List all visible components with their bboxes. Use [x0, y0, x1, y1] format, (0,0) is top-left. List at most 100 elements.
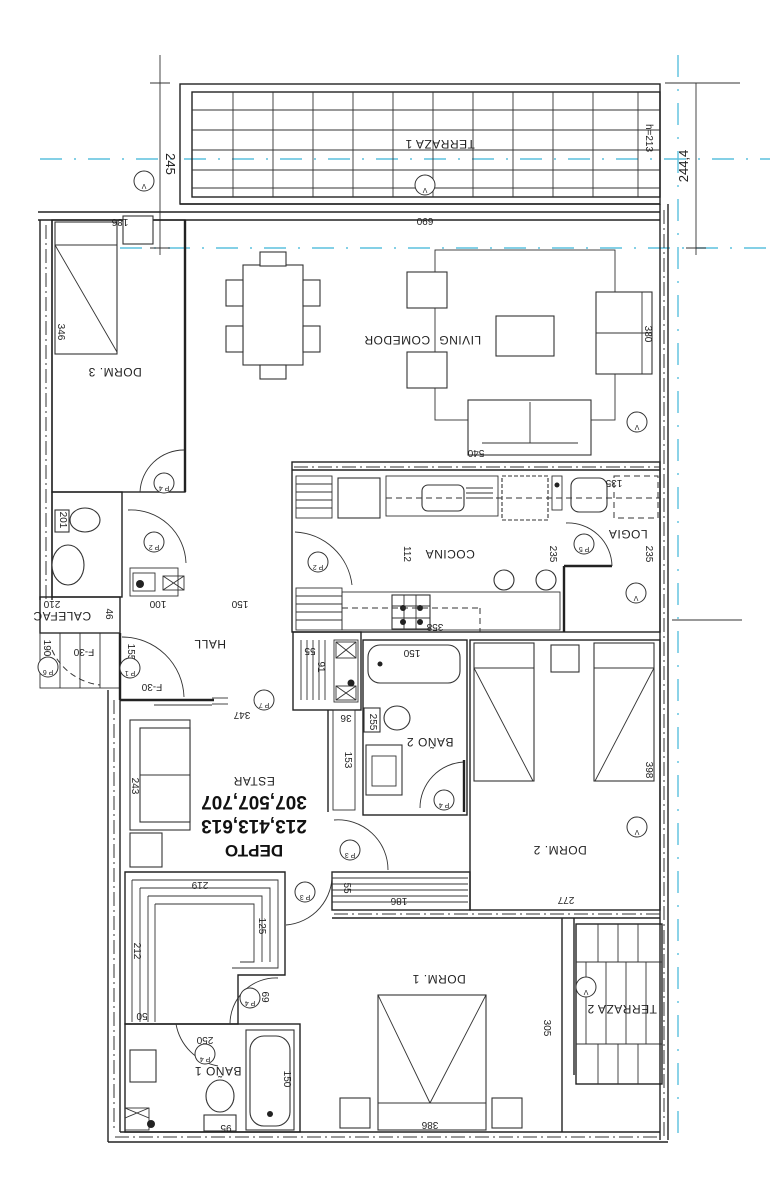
- window-tag-v5: V: [626, 816, 648, 838]
- dining-table: [225, 251, 321, 380]
- bathroom-1: [124, 977, 301, 1133]
- dim-347: 347: [233, 709, 250, 720]
- door-tag-p5: P 5: [573, 533, 595, 555]
- dim-250: 250: [196, 1034, 213, 1045]
- outer-walls: [38, 204, 669, 1143]
- dim-690: 690: [416, 215, 433, 226]
- label-terraza-2: TERRAZA 2: [587, 1002, 657, 1016]
- svg-text:P 6: P 6: [43, 668, 53, 675]
- living-area: [406, 249, 653, 456]
- dim-186a: 186: [111, 216, 128, 227]
- door-tag-p2a: P 2: [143, 531, 165, 553]
- dim-212: 212: [131, 943, 142, 960]
- window-tag-v3: V: [626, 411, 648, 433]
- dorm-1: [339, 918, 575, 1132]
- dim-244-4: 244,4: [676, 150, 691, 183]
- bathroom-small: [51, 491, 187, 598]
- svg-text:P 7: P 7: [259, 701, 269, 708]
- terraza-1: [179, 83, 661, 213]
- dim-150c: 150: [281, 1071, 292, 1088]
- unit-label-line1: 213,413,613: [201, 815, 307, 836]
- dorm-3: [51, 215, 187, 493]
- svg-text:V: V: [583, 988, 588, 995]
- dim-398: 398: [643, 762, 654, 779]
- svg-text:P 3: P 3: [345, 851, 355, 858]
- dim-380: 380: [642, 326, 653, 343]
- svg-text:P 2: P 2: [149, 543, 159, 550]
- door-tags: P 4 P 2 P 2 P 5 P 1 P 6 P 7 P 4 P 3 P 3 …: [37, 472, 595, 1065]
- svg-text:P 4: P 4: [245, 999, 255, 1006]
- axis-lines: [40, 55, 770, 1140]
- door-tag-p4c: P 4: [239, 987, 261, 1009]
- dim-277: 277: [557, 894, 574, 905]
- dim-255: 255: [367, 714, 378, 731]
- label-bano-2: BAÑO 2: [406, 735, 453, 749]
- window-tags: V V V V V V: [133, 170, 648, 998]
- dim-219: 219: [191, 879, 208, 890]
- unit-label-title: DEPTO: [225, 841, 283, 860]
- dim-135: 135: [605, 477, 622, 488]
- calefactor-area: [39, 596, 228, 706]
- dim-h213: h=213: [643, 124, 654, 153]
- dim-190: 190: [41, 640, 52, 657]
- dim-112: 112: [401, 546, 412, 562]
- svg-text:V: V: [634, 828, 639, 835]
- dim-153: 153: [342, 752, 353, 769]
- label-hall: HALL: [194, 637, 226, 651]
- dim-346: 346: [55, 324, 66, 341]
- svg-text:V: V: [634, 423, 639, 430]
- svg-text:P 1: P 1: [125, 669, 135, 676]
- dim-50: 50: [136, 1010, 148, 1021]
- dim-201: 201: [57, 512, 68, 529]
- estar: [129, 710, 329, 868]
- window-tag-v1: V: [133, 170, 155, 192]
- dim-46: 46: [103, 608, 114, 620]
- svg-text:P 4: P 4: [200, 1055, 210, 1062]
- svg-text:P 5: P 5: [579, 545, 589, 552]
- label-dorm-3: DORM. 3: [88, 365, 142, 379]
- dim-150b: 150: [403, 647, 420, 658]
- window-tag-v4: V: [625, 582, 647, 604]
- dim-235b: 235: [643, 546, 654, 563]
- label-calefac: CALEFAC: [33, 609, 91, 623]
- label-dorm-1: DORM. 1: [412, 972, 466, 986]
- dim-91: 91: [315, 661, 326, 673]
- dim-210: 210: [43, 598, 60, 609]
- svg-text:P 4: P 4: [159, 484, 169, 491]
- dim-186b: 186: [390, 895, 407, 906]
- dim-100: 100: [149, 598, 166, 609]
- label-bano-1: BAÑO 1: [194, 1064, 241, 1078]
- label-living: LIVING: [439, 333, 481, 347]
- bathroom-2: [292, 631, 468, 816]
- door-tag-p1: P 1: [119, 657, 141, 679]
- svg-text:P 3: P 3: [300, 893, 310, 900]
- door-tag-p2b: P 2: [307, 551, 329, 573]
- dim-243: 243: [129, 778, 140, 795]
- svg-text:P 4: P 4: [439, 801, 449, 808]
- dim-540: 540: [467, 447, 484, 458]
- label-logia: LOGIA: [608, 527, 647, 541]
- svg-text:V: V: [633, 594, 638, 601]
- label-cocina: COCINA: [425, 547, 475, 561]
- door-tag-p3b: P 3: [294, 881, 316, 903]
- dim-245: 245: [163, 153, 178, 175]
- dim-55a: 55: [304, 645, 316, 656]
- svg-text:P 2: P 2: [313, 563, 323, 570]
- dim-235a: 235: [547, 546, 558, 563]
- svg-text:V: V: [141, 182, 146, 189]
- dim-f30b: F-30: [141, 681, 162, 692]
- dim-125: 125: [256, 918, 267, 935]
- label-dorm-2: DORM. 2: [533, 843, 587, 857]
- dim-f30a: F-30: [73, 646, 94, 657]
- dim-95: 95: [220, 1122, 232, 1133]
- labels: TERRAZA 1 LIVING COMEDOR DORM. 3 COCINA …: [33, 124, 691, 1133]
- door-tag-p3a: P 3: [339, 839, 361, 861]
- label-terraza-1: TERRAZA 1: [405, 137, 475, 151]
- svg-text:V: V: [422, 186, 427, 193]
- dimension-lines: [150, 55, 742, 621]
- dim-36: 36: [340, 712, 352, 723]
- door-tag-p7: P 7: [253, 689, 275, 711]
- door-tag-p4a: P 4: [153, 472, 175, 494]
- dim-55b: 55: [341, 882, 352, 894]
